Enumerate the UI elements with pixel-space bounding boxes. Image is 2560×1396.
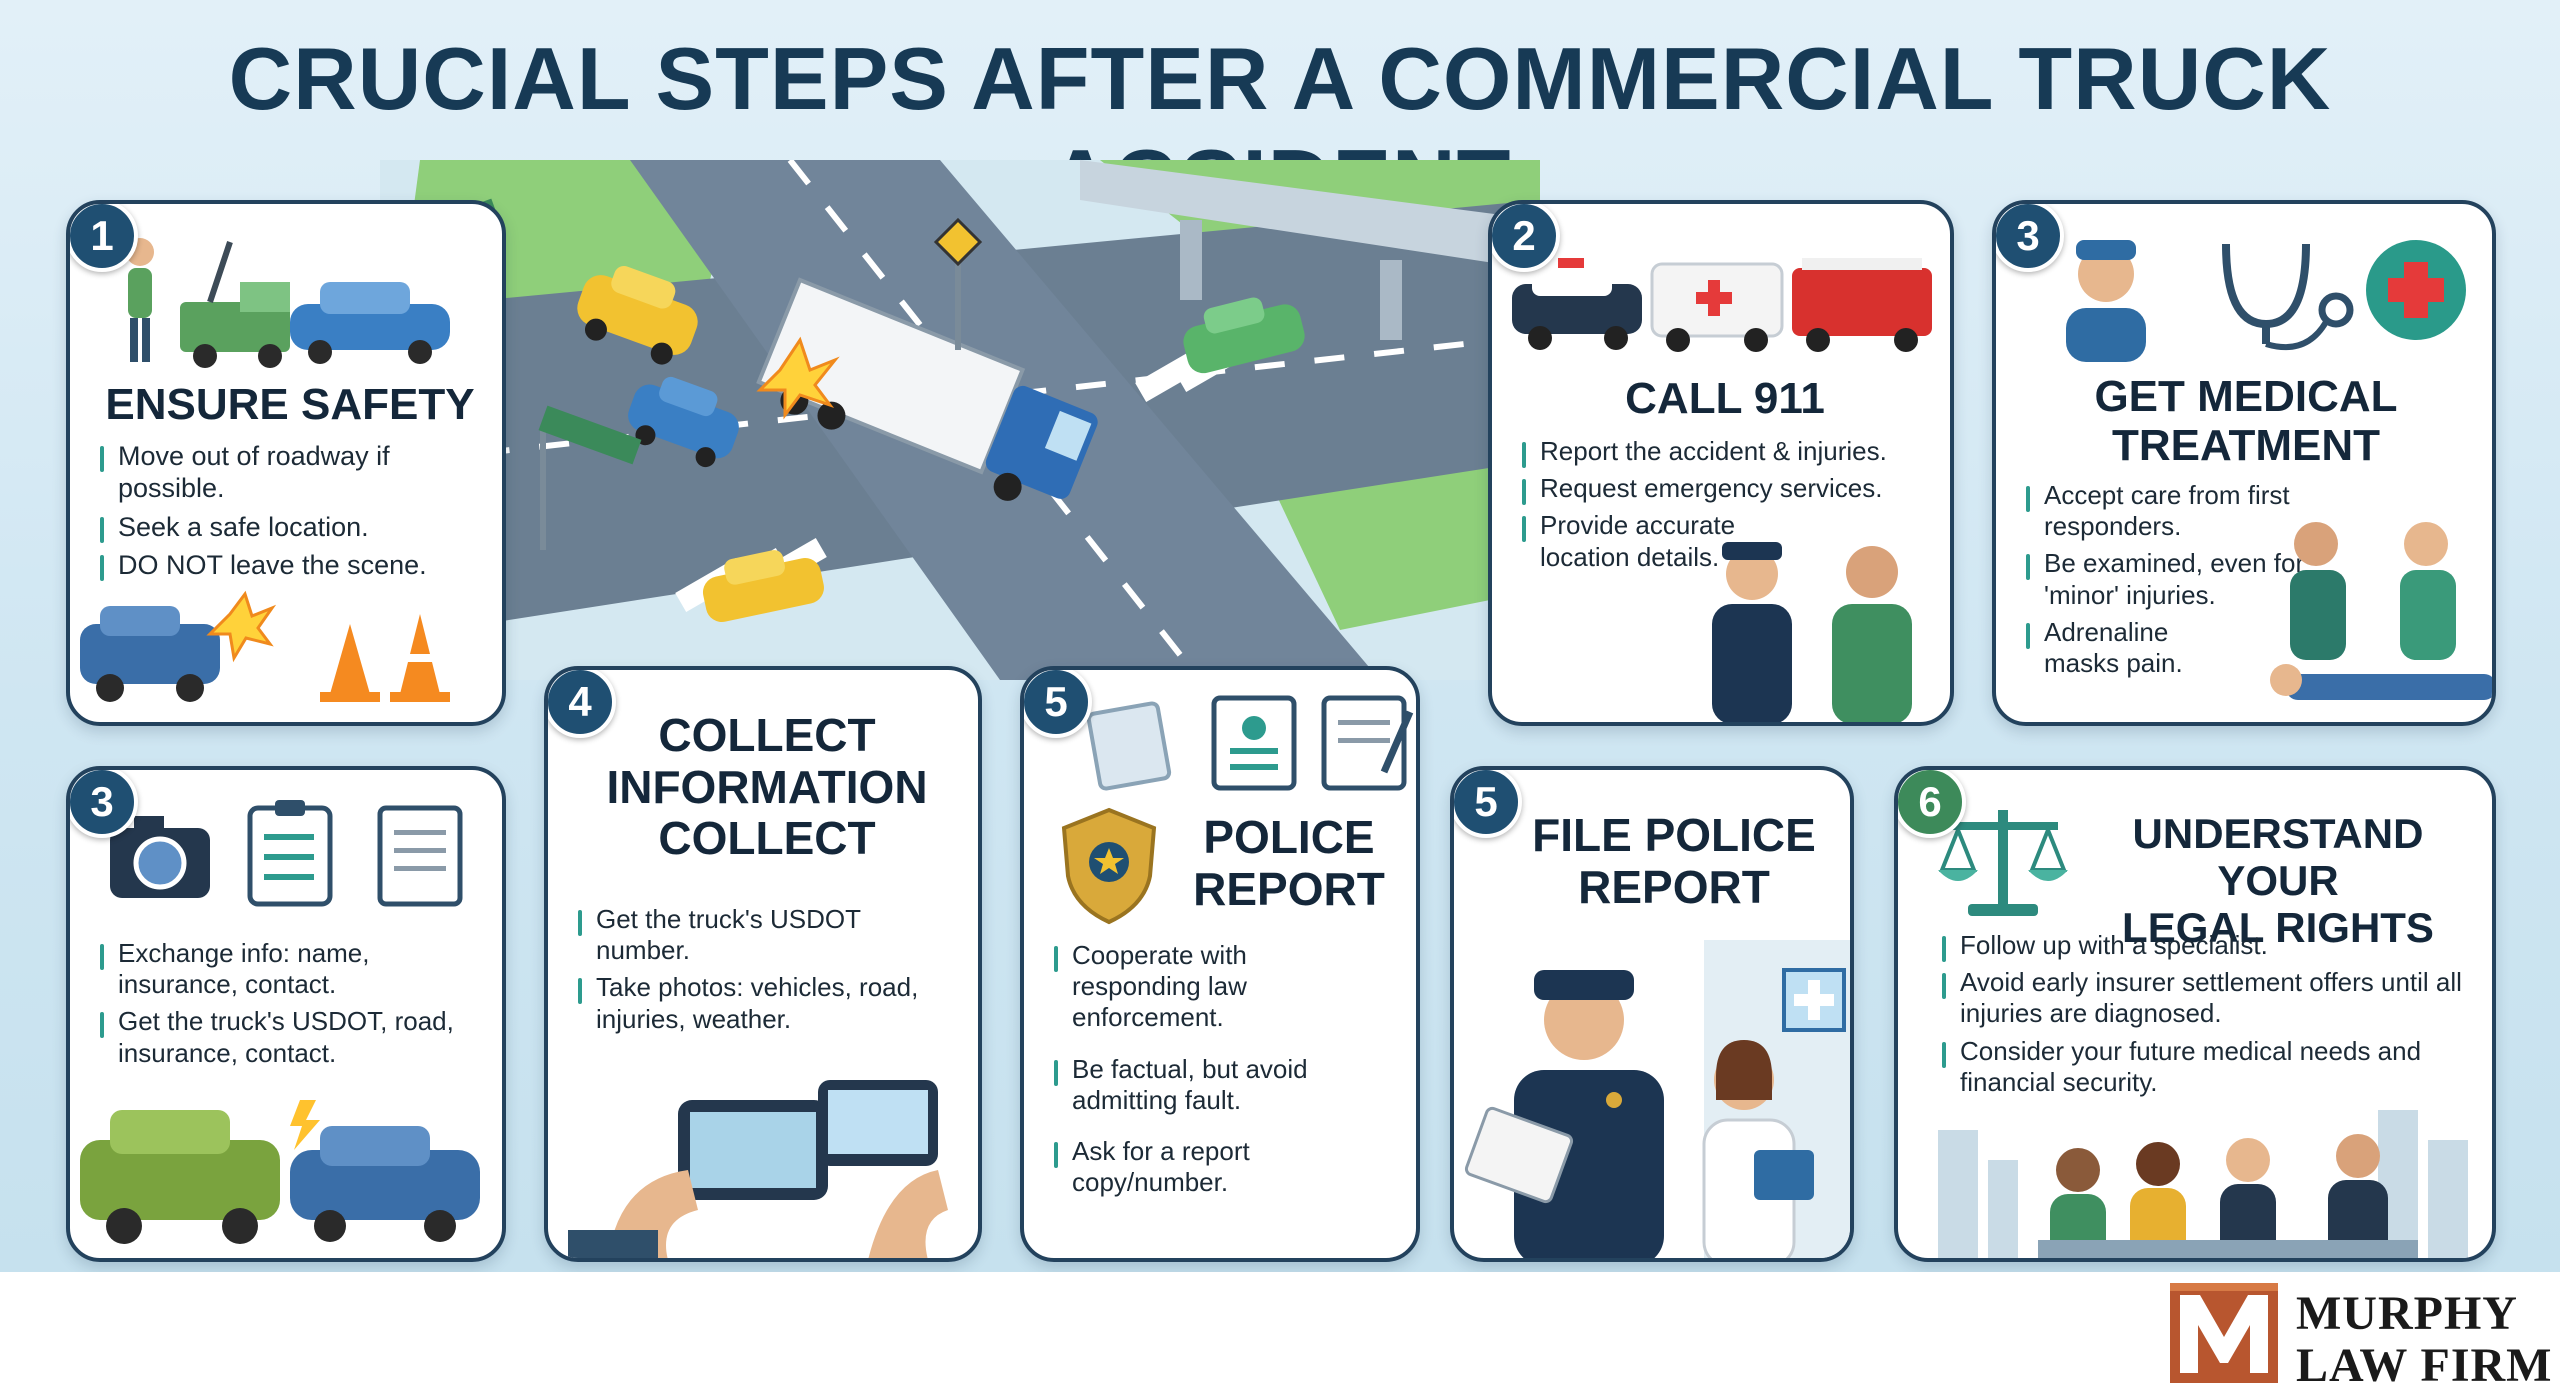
bullet-list: Follow up with a specialist. Avoid early… bbox=[1938, 930, 2478, 1104]
step-number-badge: 2 bbox=[1492, 204, 1560, 272]
title-line: COLLECT bbox=[658, 812, 876, 865]
phone-photo-illustration bbox=[568, 1080, 948, 1258]
title-line: FILE POLICE bbox=[1532, 809, 1816, 861]
footer: MURPHY LAW FIRM bbox=[0, 1272, 2560, 1396]
title-line: REPORT bbox=[1578, 860, 1770, 913]
firm-name: MURPHY LAW FIRM bbox=[2296, 1290, 2552, 1394]
bullet-item: Take photos: vehicles, road, injuries, w… bbox=[574, 972, 974, 1034]
title-line: POLICE bbox=[1203, 811, 1375, 863]
bullet-list: Cooperate with responding law enforcemen… bbox=[1050, 940, 1350, 1204]
step-number-badge: 4 bbox=[548, 670, 616, 738]
medical-icons-illustration bbox=[2066, 240, 2466, 362]
crash-cones-illustration bbox=[80, 590, 450, 702]
bullet-list: Get the truck's USDOT number. Take photo… bbox=[574, 904, 974, 1041]
bullet-item: Avoid early insurer settlement offers un… bbox=[1938, 967, 2478, 1029]
card-title: ENSURE SAFETY bbox=[105, 380, 475, 429]
card-call-911: 2 CALL 911 Report the accident & injurie… bbox=[1488, 200, 1954, 726]
bullet-item: Get the truck's USDOT number. bbox=[574, 904, 916, 966]
title-line: UNDERSTAND YOUR bbox=[2132, 810, 2424, 905]
card-exchange-info: 3 Exchange info: name, insurance, contac… bbox=[66, 766, 506, 1262]
bullet-list: Accept care from first responders. Be ex… bbox=[2022, 480, 2322, 685]
bullet-list: Report the accident & injuries. Request … bbox=[1518, 436, 1938, 579]
step-number-badge: 1 bbox=[70, 204, 138, 272]
card-title: UNDERSTAND YOUR LEGAL RIGHTS bbox=[2068, 810, 2488, 951]
tow-truck-illustration bbox=[126, 238, 450, 368]
title-line: COLLECT bbox=[658, 709, 876, 761]
bullet-item: Consider your future medical needs and f… bbox=[1938, 1036, 2478, 1098]
card-title: GET MEDICAL TREATMENT bbox=[2094, 372, 2398, 471]
documents-illustration bbox=[1086, 695, 1414, 791]
bullet-item: Be examined, even for 'minor' injuries. bbox=[2022, 548, 2322, 610]
card-title: POLICE REPORT bbox=[1174, 811, 1404, 915]
bullet-item: Move out of roadway if possible. bbox=[96, 440, 496, 505]
bullet-item: Provide accurate location details. bbox=[1518, 510, 1750, 572]
paramedics-illustration bbox=[2270, 522, 2492, 700]
step-number-badge: 3 bbox=[1996, 204, 2064, 272]
step-number-badge: 5 bbox=[1024, 670, 1092, 738]
bullet-item: Follow up with a specialist. bbox=[1938, 930, 2478, 963]
bullet-list: Move out of roadway if possible. Seek a … bbox=[96, 440, 496, 588]
bullet-item: Adrenaline masks pain. bbox=[2022, 617, 2224, 679]
firm-name-line: LAW FIRM bbox=[2296, 1339, 2553, 1392]
title-line: REPORT bbox=[1193, 862, 1385, 915]
murphy-logo-icon bbox=[2170, 1283, 2278, 1383]
bullet-item: Cooperate with responding law enforcemen… bbox=[1050, 940, 1350, 1034]
bullet-item: Report the accident & injuries. bbox=[1518, 436, 1938, 469]
bullet-item: Ask for a report copy/number. bbox=[1050, 1136, 1350, 1198]
title-line: LEGAL RIGHTS bbox=[2122, 904, 2434, 952]
officer-doctor-illustration bbox=[1464, 940, 1850, 1258]
card-title: FILE POLICE REPORT bbox=[1514, 809, 1834, 913]
bullet-item: DO NOT leave the scene. bbox=[96, 549, 496, 582]
card-collect-information: 4 COLLECT INFORMATION COLLECT Get the tr… bbox=[544, 666, 982, 1262]
bullet-item: Accept care from first responders. bbox=[2022, 480, 2322, 542]
bullet-item: Seek a safe location. bbox=[96, 511, 496, 544]
infographic: CRUCIAL STEPS AFTER A COMMERCIAL TRUCK A… bbox=[0, 0, 2560, 1272]
meeting-illustration bbox=[1938, 1110, 2468, 1258]
card-title: COLLECT INFORMATION COLLECT bbox=[558, 709, 976, 865]
scales-of-justice-icon bbox=[1938, 810, 2068, 916]
step-number-badge: 6 bbox=[1898, 770, 1966, 838]
card-title: CALL 911 bbox=[1625, 374, 1825, 423]
card-medical-treatment: 3 GET MEDICAL TREATMENT Accept care from… bbox=[1992, 200, 2496, 726]
step-number-badge: 3 bbox=[70, 770, 138, 838]
bullet-item: Exchange info: name, insurance, contact. bbox=[96, 938, 496, 1000]
bullet-item: Be factual, but avoid admitting fault. bbox=[1050, 1054, 1350, 1116]
officer-talking-illustration bbox=[1712, 542, 1912, 722]
bullet-item: Get the truck's USDOT, road, insurance, … bbox=[96, 1006, 496, 1068]
card-ensure-safety: 1 ENSURE SAFETY Move out of roadway if p… bbox=[66, 200, 506, 726]
title-line: INFORMATION bbox=[606, 760, 928, 813]
truck-accident-scene bbox=[380, 160, 1540, 680]
emergency-vehicles-illustration bbox=[1512, 258, 1932, 352]
bullet-list: Exchange info: name, insurance, contact.… bbox=[96, 938, 496, 1075]
step-number-badge: 5 bbox=[1454, 770, 1522, 838]
card-legal-rights: 6 UNDERSTAND YOUR LEGAL RIGHTS Follow up… bbox=[1894, 766, 2496, 1262]
cars-collision-illustration bbox=[80, 1100, 480, 1244]
card-file-police-report: 5 FILE POLICE REPORT bbox=[1450, 766, 1854, 1262]
firm-name-line: MURPHY bbox=[2296, 1287, 2518, 1340]
card-police-report: 5 POLICE REPORT Cooperate with respondin… bbox=[1020, 666, 1420, 1262]
police-badge-icon bbox=[1061, 807, 1157, 925]
bullet-item: Request emergency services. bbox=[1518, 473, 1938, 506]
camera-clipboard-illustration bbox=[110, 800, 463, 907]
